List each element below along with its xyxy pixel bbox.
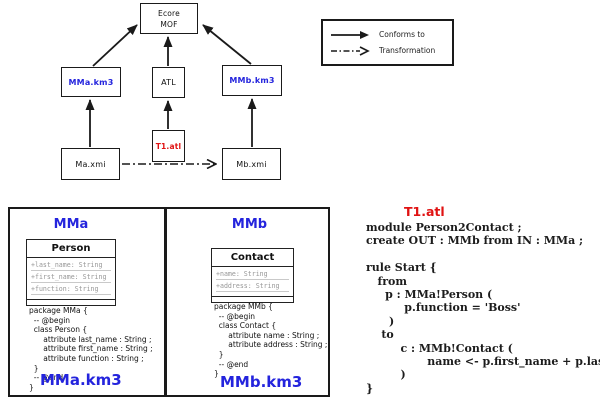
person-attr-function: +function: String <box>31 285 111 295</box>
mmb-km3-file-label: MMb.km3 <box>220 373 303 391</box>
node-mb-xmi: Mb.xmi <box>222 148 281 180</box>
contact-attr-name: +name: String <box>216 270 289 280</box>
node-ecore-mof: Ecore MOF <box>140 3 198 34</box>
mma-km3-code: package MMa { -- @begin class Person { a… <box>29 306 153 392</box>
contact-class-name: Contact <box>212 249 293 267</box>
transformation-arrow-icon <box>331 45 370 56</box>
contact-operations-compartment <box>212 296 293 302</box>
arrow-mmbkm3-to-ecore <box>202 24 252 65</box>
node-t1-atl: T1.atl <box>152 130 185 162</box>
person-class-box: Person +last_name: String +first_name: S… <box>26 239 116 306</box>
node-mmb-km3: MMb.km3 <box>222 65 282 96</box>
mmb-title: MMb <box>231 217 268 232</box>
contact-attr-address: +address: String <box>216 282 289 292</box>
node-atl: ATL <box>152 67 185 98</box>
conforms-to-arrow-icon <box>331 30 369 39</box>
legend-transformation-label: Transformation <box>379 46 436 55</box>
node-ecore-line1: Ecore <box>158 8 180 18</box>
person-attr-last-name: +last_name: String <box>31 261 111 271</box>
metamodel-panel: MMa Person +last_name: String +first_nam… <box>8 207 330 397</box>
contact-class-box: Contact +name: String +address: String <box>211 248 294 303</box>
legend-row-conforms-to: Conforms to <box>329 30 446 40</box>
mma-title: MMa <box>53 217 89 232</box>
atl-code-listing: module Person2Contact ; create OUT : MMb… <box>366 221 600 395</box>
contact-attributes: +name: String +address: String <box>212 267 293 296</box>
mma-km3-file-label: MMa.km3 <box>40 371 122 389</box>
atl-code-title: T1.atl <box>404 204 445 219</box>
panel-divider <box>164 209 167 395</box>
node-ecore-line2: MOF <box>160 19 178 29</box>
legend: Conforms to Transformation <box>321 19 454 66</box>
person-attr-first-name: +first_name: String <box>31 273 111 283</box>
person-class-name: Person <box>27 240 115 258</box>
node-ma-xmi: Ma.xmi <box>61 148 120 180</box>
person-attributes: +last_name: String +first_name: String +… <box>27 258 115 299</box>
legend-conforms-to-label: Conforms to <box>379 30 425 39</box>
person-operations-compartment <box>27 299 115 305</box>
arrow-mmakm3-to-ecore <box>92 24 138 67</box>
legend-row-transformation: Transformation <box>329 45 446 56</box>
mmb-km3-code: package MMb { -- @begin class Contact { … <box>214 302 328 379</box>
node-mma-km3: MMa.km3 <box>61 67 121 97</box>
